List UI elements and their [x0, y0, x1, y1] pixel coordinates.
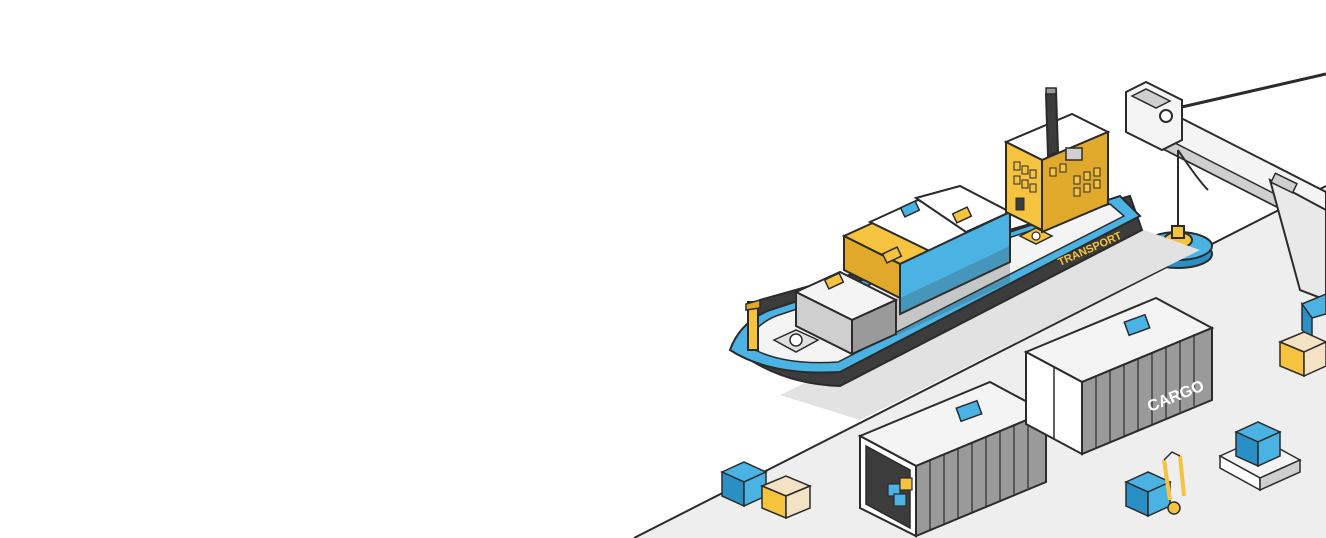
open-shipping-container — [857, 380, 1049, 538]
hand-truck-with-box — [1124, 451, 1186, 518]
box-cardboard-left — [760, 475, 812, 520]
cargo-ship: TRANSPORT — [728, 87, 1200, 420]
box-blue-left — [720, 461, 768, 508]
box-stack-right — [1278, 293, 1326, 378]
pallet-with-box — [1218, 421, 1302, 492]
cargo-shipping-container: CARGO — [1023, 296, 1215, 456]
